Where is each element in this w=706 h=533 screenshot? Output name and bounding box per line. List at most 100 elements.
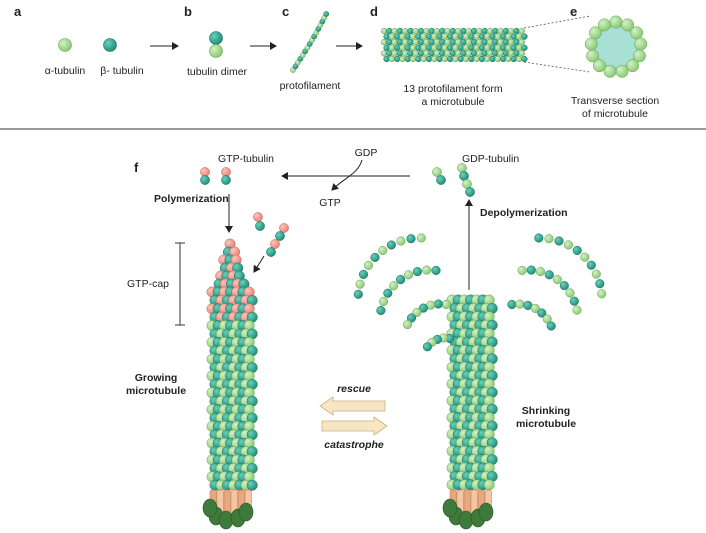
alpha-subunit: [433, 27, 441, 35]
beta-subunit: [396, 27, 404, 35]
beta-subunit: [572, 245, 582, 255]
microtubule-formed-label-1: 13 protofilament form: [403, 83, 502, 95]
alpha-subunit: [432, 167, 442, 177]
cross-section-icon: [584, 15, 648, 78]
alpha-subunit: [399, 33, 406, 40]
beta-subunit: [428, 39, 435, 46]
beta-subunit: [415, 55, 422, 63]
beta-subunit: [489, 55, 496, 63]
beta-subunit: [439, 39, 446, 46]
beta-subunit: [569, 296, 579, 306]
alpha-subunit: [515, 33, 523, 40]
alpha-subunit: [423, 39, 430, 46]
alpha-subunit: [444, 50, 451, 57]
beta-subunit: [481, 50, 488, 57]
alpha-subunit: [433, 39, 441, 46]
beta-subunit: [489, 44, 496, 51]
beta-subunit: [521, 33, 528, 40]
gtp-tubulin-label: GTP-tubulin: [218, 153, 274, 165]
alpha-subunit: [473, 55, 480, 63]
beta-subunit: [358, 269, 369, 279]
alpha-subunit: [363, 260, 374, 270]
beta-subunit: [415, 44, 422, 51]
alpha-subunit: [584, 37, 598, 51]
alpha-subunit: [457, 163, 467, 173]
beta-subunit: [386, 27, 393, 35]
alpha-subunit: [402, 50, 409, 57]
alpha-subunit: [441, 55, 449, 63]
beta-subunit: [478, 44, 486, 51]
alpha-subunit: [388, 33, 396, 40]
shrinking-label-2: microtubule: [516, 418, 576, 430]
beta-subunit: [537, 308, 547, 318]
alpha-subunit: [494, 55, 502, 63]
beta-subunit: [468, 33, 475, 40]
alpha-subunit: [580, 252, 590, 262]
beta-subunit: [478, 33, 486, 40]
beta-subunit: [510, 55, 517, 63]
beta-subunit: [449, 27, 457, 35]
beta-subunit: [425, 55, 433, 63]
beta-subunit: [481, 39, 488, 46]
alpha-subunit: [409, 55, 417, 63]
beta-subunit: [468, 44, 475, 51]
beta-subunit: [323, 11, 330, 17]
alpha-subunit: [409, 44, 417, 51]
beta-subunit: [370, 252, 380, 262]
beta-subunit: [433, 299, 443, 309]
alpha-subunit: [391, 27, 398, 35]
alpha-subunit: [416, 233, 426, 243]
beta-subunit: [492, 50, 499, 57]
alpha-subunit: [515, 44, 523, 51]
microtubule-side-icon: [380, 27, 528, 63]
alpha-subunit: [505, 33, 512, 40]
panel-letter-e: e: [570, 4, 577, 19]
alpha-subunit: [420, 55, 427, 63]
alpha-subunit: [388, 55, 396, 63]
alpha-subunit: [505, 55, 512, 63]
alpha-subunit: [518, 50, 525, 57]
dimer-alpha-icon: [209, 44, 223, 58]
alpha-subunit: [420, 44, 427, 51]
beta-subunit: [521, 44, 528, 51]
beta-subunit: [439, 27, 446, 35]
alpha-subunit: [431, 44, 438, 51]
alpha-subunit: [592, 59, 606, 73]
alpha-subunit: [542, 314, 552, 324]
beta-subunit: [406, 234, 416, 244]
alpha-subunit: [484, 33, 491, 40]
alpha-subunit: [452, 44, 459, 51]
beta-subunit: [513, 39, 520, 46]
beta-subunit: [404, 33, 411, 40]
alpha-subunit: [423, 50, 430, 57]
beta-subunit: [526, 265, 536, 275]
beta-subunit: [513, 50, 520, 57]
beta-subunit: [412, 267, 422, 277]
alpha-subunit: [462, 33, 470, 40]
beta-subunit: [586, 260, 596, 270]
beta-subunit: [376, 305, 386, 316]
alpha-subunit: [402, 39, 409, 46]
gdp-release-arrow: [331, 159, 363, 191]
beta-subunit: [383, 55, 390, 63]
alpha-subunit: [388, 44, 396, 51]
beta-subunit: [404, 44, 411, 51]
alpha-subunit: [497, 39, 504, 46]
alpha-subunit: [465, 50, 472, 57]
base-cap-lobe: [442, 498, 458, 518]
transverse-label-2: of microtubule: [582, 108, 648, 120]
alpha-subunit: [530, 303, 540, 313]
beta-subunit: [489, 33, 496, 40]
beta-subunit: [546, 321, 556, 331]
alpha-subunit: [508, 39, 515, 46]
alpha-subunit: [626, 59, 640, 73]
gtp-cap-label: GTP-cap: [127, 278, 169, 290]
alpha-subunit: [404, 270, 414, 280]
alpha-subunit: [452, 33, 459, 40]
gdp-tubulin-dimers: [432, 163, 475, 197]
beta-subunit: [394, 33, 401, 40]
rescue-label: rescue: [337, 383, 371, 395]
growing-label-2: microtubule: [126, 385, 186, 397]
beta-subunit: [507, 299, 517, 310]
alpha-subunit: [433, 50, 441, 57]
